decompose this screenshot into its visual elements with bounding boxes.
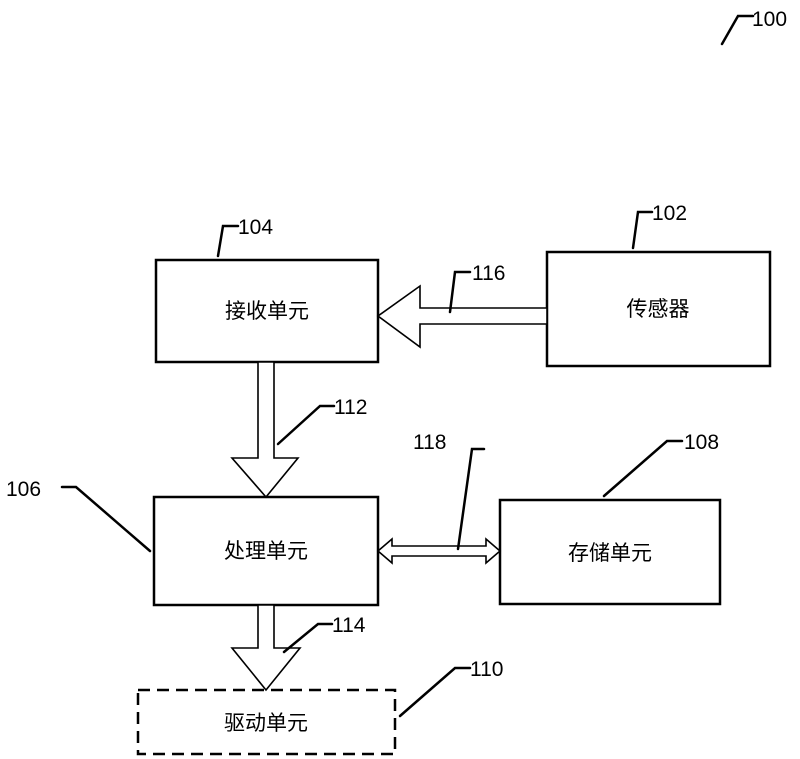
drive-ref-leader [398, 666, 472, 718]
receiving-ref-leader [216, 224, 240, 258]
connection-118: 118 [376, 431, 502, 565]
connection-112: 112 [230, 361, 367, 499]
receiving-box [154, 258, 380, 364]
receiving-label: 接收单元 [225, 299, 309, 323]
sensor-ref-leader [631, 210, 654, 250]
arrow-processing-storage [376, 537, 502, 565]
storage-ref-label: 108 [684, 431, 719, 454]
ref-118-leader [456, 447, 486, 551]
ref-114-leader [282, 622, 334, 654]
storage-unit: 存储单元 108 [498, 431, 722, 606]
connection-114: 114 [230, 604, 366, 692]
processing-ref-leader [60, 485, 152, 553]
connection-116: 116 [376, 262, 548, 349]
ref-112-leader [276, 404, 336, 446]
sensor-unit: 传感器 102 [545, 202, 772, 368]
storage-label: 存储单元 [568, 541, 652, 565]
storage-box [498, 498, 722, 606]
processing-ref-label: 106 [6, 478, 41, 501]
ref-114-label: 114 [332, 614, 366, 637]
arrow-receiving-to-processing [230, 361, 300, 499]
sensor-box [545, 250, 772, 368]
drive-label: 驱动单元 [224, 711, 308, 735]
ref-116-leader [448, 270, 472, 314]
figure-ref-leader [720, 14, 755, 46]
ref-118-label: 118 [413, 431, 446, 454]
receiving-ref-label: 104 [238, 216, 273, 239]
processing-unit: 处理单元 106 [6, 478, 380, 607]
figure-ref-label: 100 [752, 8, 787, 31]
processing-label: 处理单元 [224, 539, 308, 563]
receiving-unit: 接收单元 104 [154, 216, 380, 364]
arrow-sensor-to-receiving [376, 284, 548, 349]
sensor-ref-label: 102 [652, 202, 687, 225]
storage-ref-leader [602, 439, 684, 498]
figure-ref-100: 100 [720, 8, 787, 46]
drive-box [136, 688, 397, 756]
sensor-label: 传感器 [627, 297, 690, 321]
arrow-processing-to-drive [230, 604, 302, 692]
ref-112-label: 112 [334, 396, 367, 419]
ref-116-label: 116 [472, 262, 505, 285]
drive-ref-label: 110 [470, 658, 503, 681]
drive-unit: 驱动单元 110 [136, 658, 503, 756]
